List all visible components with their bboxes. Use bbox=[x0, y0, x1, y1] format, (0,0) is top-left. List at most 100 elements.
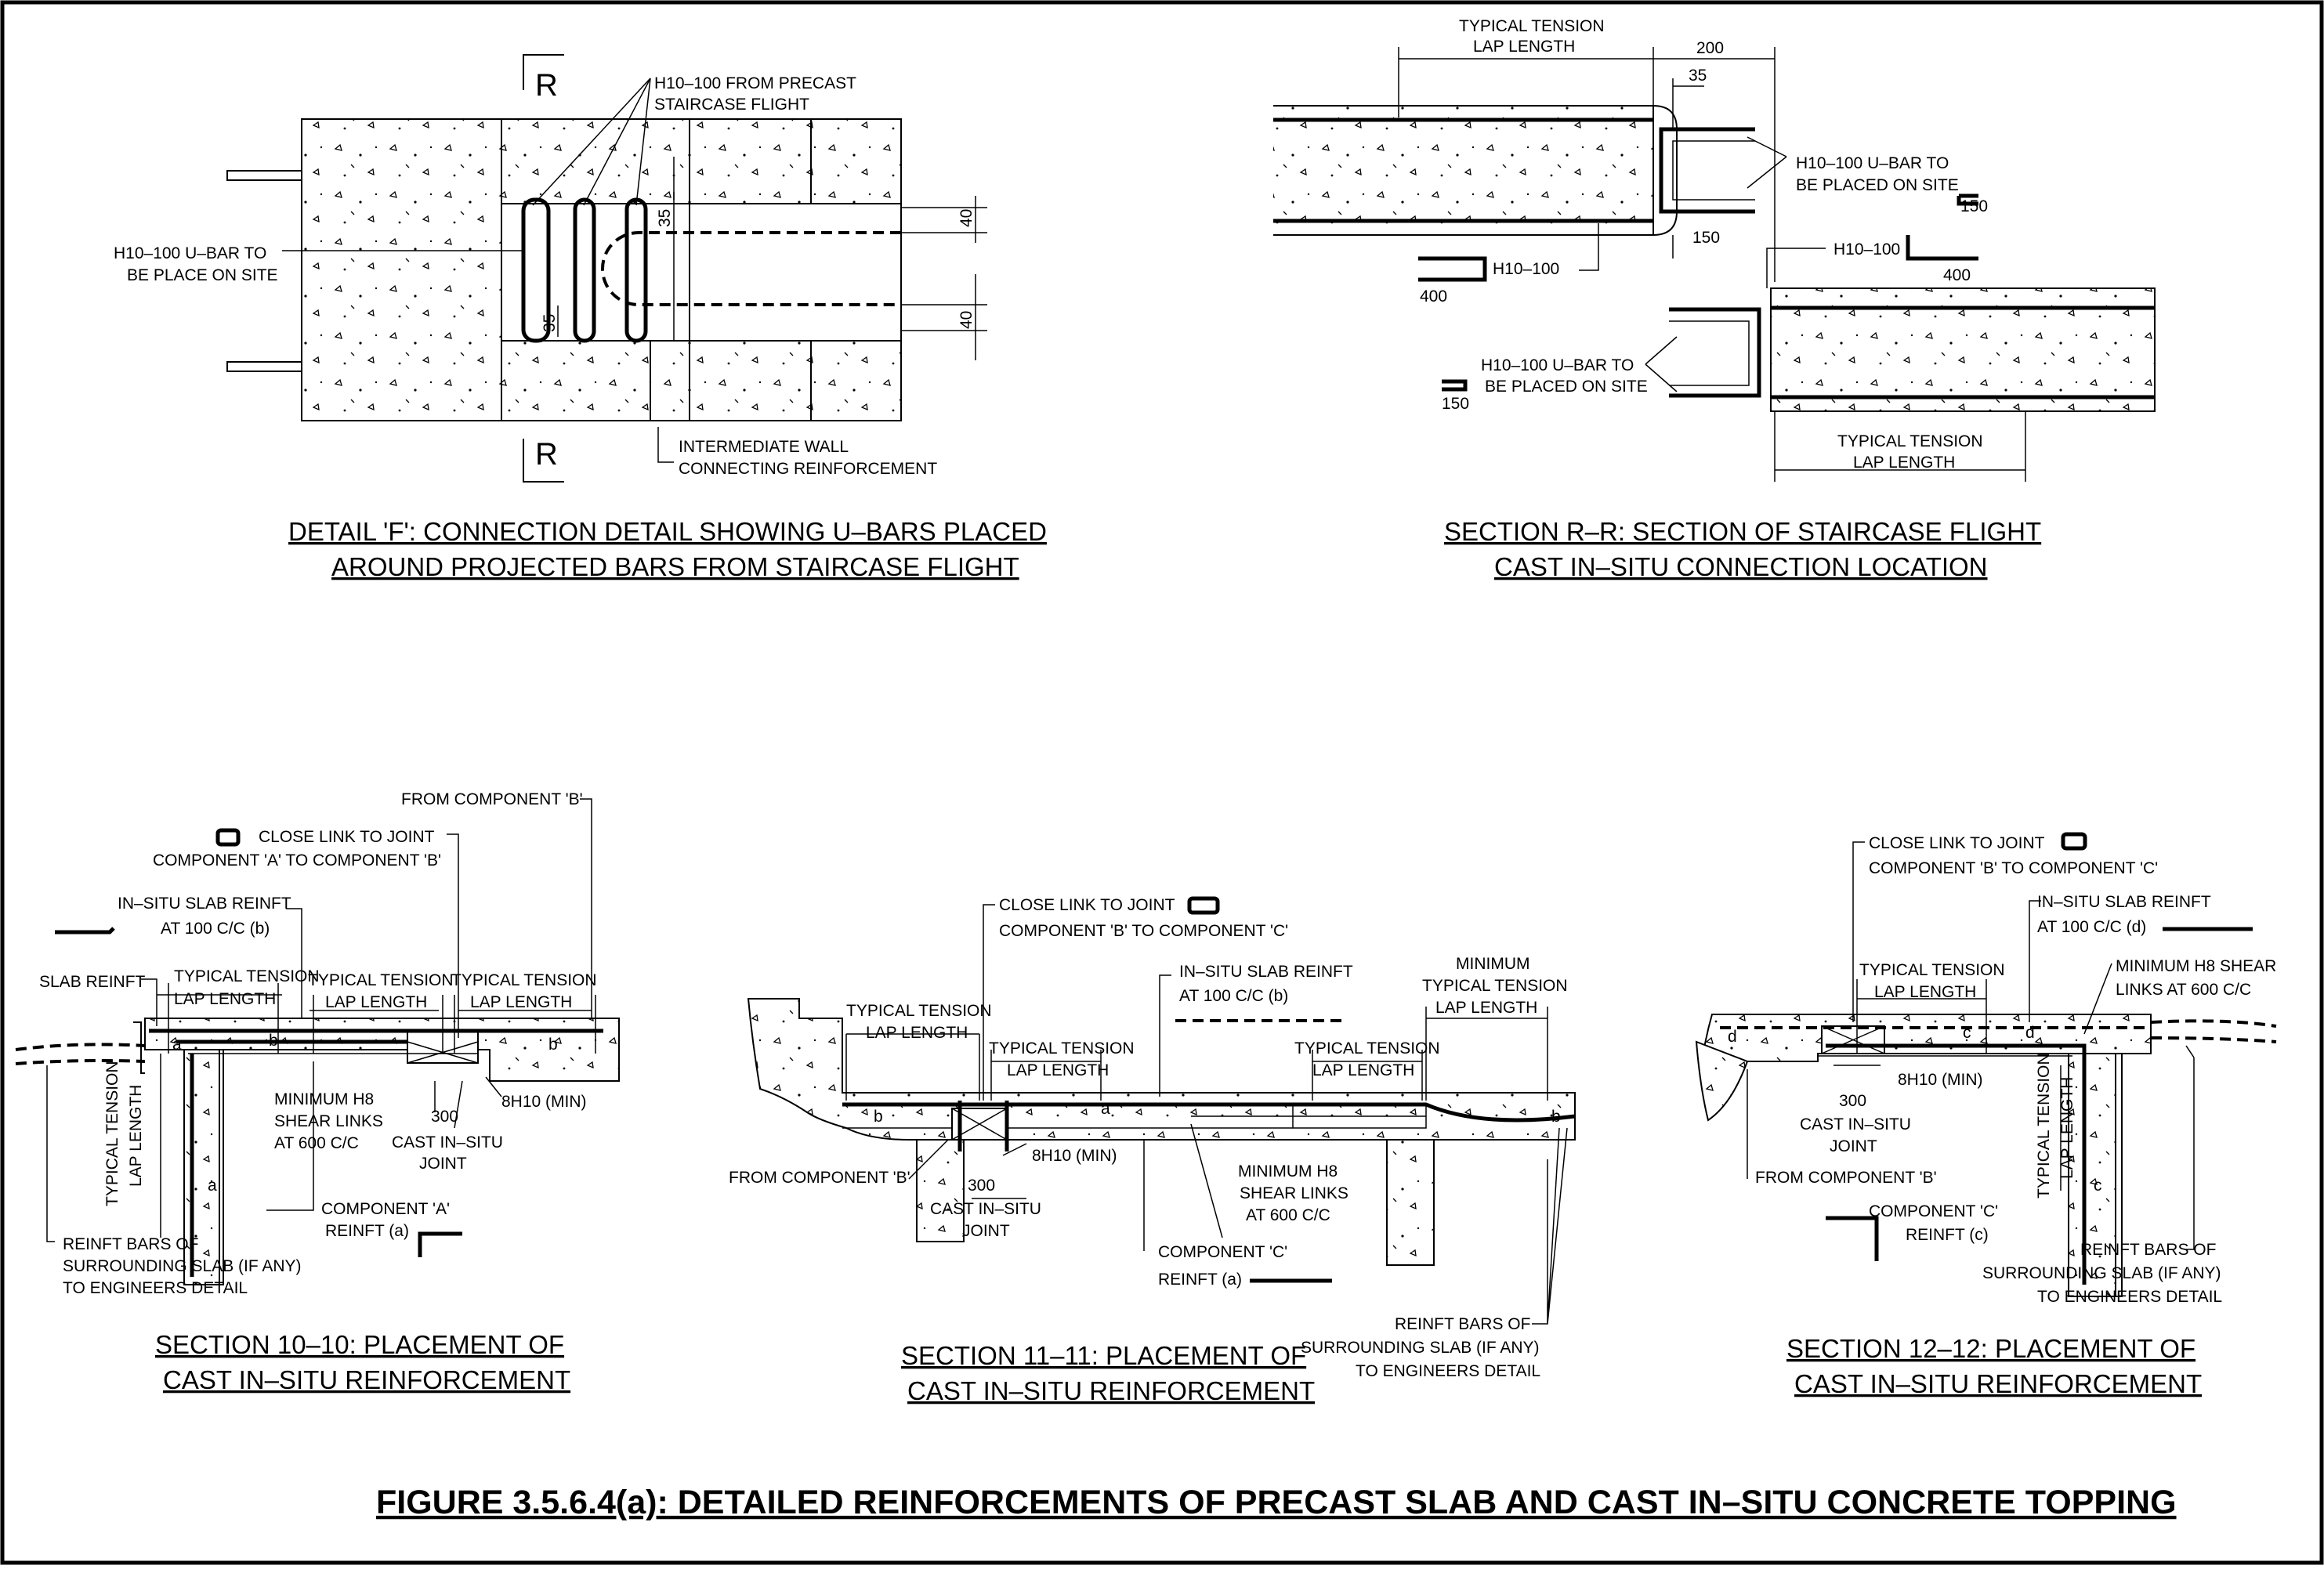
section-rr-title: SECTION R–R: SECTION OF STAIRCASE FLIGHT bbox=[1444, 517, 2041, 546]
label: a bbox=[208, 1177, 217, 1195]
label: b bbox=[269, 1032, 278, 1050]
label: TYPICAL TENSION bbox=[846, 1002, 992, 1020]
dimension: 40 bbox=[957, 311, 976, 329]
detail-f-title: AROUND PROJECTED BARS FROM STAIRCASE FLI… bbox=[331, 552, 1019, 581]
label: REINFT BARS OF bbox=[2080, 1241, 2216, 1259]
label: H10–100 U–BAR TO bbox=[114, 244, 266, 262]
label: FROM COMPONENT 'B' bbox=[1755, 1169, 1937, 1187]
label: SURROUNDING SLAB (IF ANY) bbox=[1301, 1339, 1540, 1357]
dimension: 300 bbox=[1839, 1092, 1866, 1110]
label: CLOSE LINK TO JOINT bbox=[999, 896, 1175, 914]
label: TYPICAL TENSION bbox=[1459, 17, 1605, 35]
dimension: 200 bbox=[1696, 39, 1724, 57]
label: REINFT (c) bbox=[1906, 1226, 1989, 1244]
section-11-title: CAST IN–SITU REINFORCEMENT bbox=[907, 1376, 1315, 1405]
section-10-drawing bbox=[15, 798, 620, 1285]
dimension: 150 bbox=[1692, 229, 1720, 247]
label: LAP LENGTH bbox=[1473, 38, 1575, 56]
section-rr-title: CAST IN–SITU CONNECTION LOCATION bbox=[1494, 552, 1988, 581]
dimension: 400 bbox=[1943, 266, 1971, 284]
label: LAP LENGTH bbox=[174, 990, 276, 1008]
label: CLOSE LINK TO JOINT bbox=[1869, 834, 2045, 852]
label: LAP LENGTH bbox=[866, 1024, 968, 1042]
label: CAST IN–SITU bbox=[930, 1200, 1041, 1218]
label: H10–100 bbox=[1833, 240, 1900, 258]
label: AT 100 C/C (b) bbox=[161, 920, 270, 938]
label: a bbox=[172, 1036, 182, 1054]
label: b bbox=[1551, 1108, 1561, 1126]
label: BE PLACED ON SITE bbox=[1796, 176, 1959, 194]
label: AT 600 C/C bbox=[274, 1134, 359, 1152]
label: LAP LENGTH bbox=[1312, 1061, 1414, 1079]
label: H10–100 U–BAR TO bbox=[1481, 356, 1634, 374]
label: LAP LENGTH bbox=[2058, 1077, 2076, 1179]
section-10-title: CAST IN–SITU REINFORCEMENT bbox=[163, 1365, 570, 1394]
dimension: 35 bbox=[656, 209, 674, 227]
label: LAP LENGTH bbox=[1853, 454, 1955, 472]
label: SHEAR LINKS bbox=[274, 1112, 383, 1130]
label: TYPICAL TENSION bbox=[308, 971, 454, 989]
dimension: 150 bbox=[1442, 395, 1469, 413]
section-11-title: SECTION 11–11: PLACEMENT OF bbox=[901, 1341, 1306, 1370]
dimension: 300 bbox=[968, 1177, 995, 1195]
label: d bbox=[1728, 1028, 1737, 1046]
section-12-drawing bbox=[1695, 832, 2277, 1297]
label: REINFT (a) bbox=[1158, 1271, 1242, 1289]
label: MINIMUM H8 bbox=[1238, 1162, 1338, 1180]
label: 8H10 (MIN) bbox=[1898, 1071, 1983, 1089]
section-12-title: SECTION 12–12: PLACEMENT OF bbox=[1786, 1334, 2195, 1363]
dimension: 40 bbox=[957, 209, 976, 227]
label: COMPONENT 'A' TO COMPONENT 'B' bbox=[153, 851, 441, 869]
label: LAP LENGTH bbox=[1435, 999, 1537, 1017]
section-mark-bottom: R bbox=[535, 437, 558, 472]
section-12-labels: CLOSE LINK TO JOINT COMPONENT 'B' TO COM… bbox=[1728, 834, 2276, 1398]
label: SURROUNDING SLAB (IF ANY) bbox=[1982, 1264, 2221, 1282]
label: TYPICAL TENSION bbox=[451, 971, 597, 989]
label: SURROUNDING SLAB (IF ANY) bbox=[63, 1257, 302, 1275]
label: 8H10 (MIN) bbox=[1032, 1147, 1117, 1165]
label: SLAB REINFT bbox=[39, 973, 146, 991]
label: TYPICAL TENSION bbox=[103, 1061, 121, 1206]
label: LINKS AT 600 C/C bbox=[2116, 981, 2251, 999]
label: TYPICAL TENSION bbox=[2035, 1053, 2053, 1198]
label: 8H10 (MIN) bbox=[501, 1093, 587, 1111]
label: b bbox=[874, 1108, 883, 1126]
label: AT 100 C/C (b) bbox=[1179, 987, 1288, 1005]
label: JOINT bbox=[962, 1222, 1010, 1240]
label: IN–SITU SLAB REINFT bbox=[1179, 963, 1353, 981]
label: LAP LENGTH bbox=[127, 1085, 145, 1187]
label: a bbox=[1101, 1100, 1110, 1118]
label: MINIMUM bbox=[1456, 955, 1529, 973]
section-11-labels: CLOSE LINK TO JOINT COMPONENT 'B' TO COM… bbox=[729, 896, 1568, 1405]
section-11-drawing bbox=[747, 896, 1576, 1325]
label: REINFT BARS OF bbox=[63, 1235, 198, 1253]
detail-f-labels: H10–100 FROM PRECAST STAIRCASE FLIGHT H1… bbox=[114, 68, 1047, 581]
section-10-title: SECTION 10–10: PLACEMENT OF bbox=[155, 1330, 564, 1359]
label: H10–100 FROM PRECAST bbox=[654, 74, 856, 92]
section-rr-drawing bbox=[1273, 47, 2156, 482]
label: INTERMEDIATE WALL bbox=[679, 438, 849, 456]
detail-f-title: DETAIL 'F': CONNECTION DETAIL SHOWING U–… bbox=[288, 517, 1047, 546]
label: CONNECTING REINFORCEMENT bbox=[679, 460, 937, 478]
label: IN–SITU SLAB REINFT bbox=[2037, 893, 2211, 911]
label: IN–SITU SLAB REINFT bbox=[118, 895, 291, 913]
label: CAST IN–SITU bbox=[1800, 1115, 1911, 1133]
label: FROM COMPONENT 'B' bbox=[401, 790, 583, 808]
section-10-labels: FROM COMPONENT 'B' CLOSE LINK TO JOINT C… bbox=[39, 790, 597, 1394]
label: LAP LENGTH bbox=[470, 993, 572, 1011]
label: AT 100 C/C (d) bbox=[2037, 918, 2146, 936]
dimension: 300 bbox=[431, 1108, 458, 1126]
label: COMPONENT 'C' bbox=[1869, 1202, 1998, 1220]
label: JOINT bbox=[1830, 1137, 1877, 1155]
section-rr-labels: TYPICAL TENSION LAP LENGTH 200 35 H10–10… bbox=[1420, 17, 2041, 581]
label: COMPONENT 'A' bbox=[321, 1200, 450, 1218]
label: c bbox=[2094, 1177, 2102, 1195]
label: LAP LENGTH bbox=[1874, 983, 1976, 1001]
label: LAP LENGTH bbox=[325, 993, 427, 1011]
label: FROM COMPONENT 'B' bbox=[729, 1169, 910, 1187]
section-12-title: CAST IN–SITU REINFORCEMENT bbox=[1794, 1369, 2202, 1398]
label: COMPONENT 'B' TO COMPONENT 'C' bbox=[999, 922, 1288, 940]
